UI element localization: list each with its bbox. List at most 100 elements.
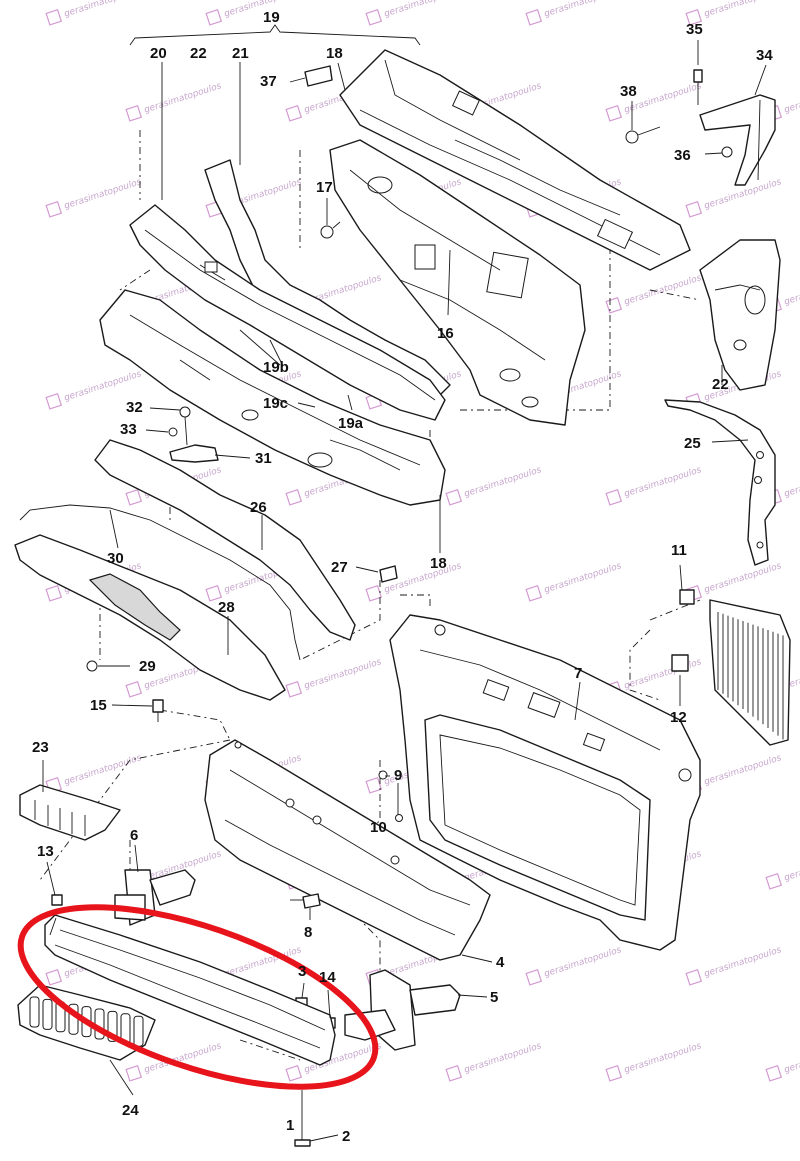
watermark-text: gerasimatopoulos (543, 561, 623, 596)
callout-5: 5 (490, 989, 498, 1006)
grille-slot (133, 1015, 144, 1047)
callout-18-top: 18 (326, 45, 343, 62)
callout-22-right: 22 (712, 376, 729, 393)
watermark-logo (365, 777, 383, 794)
callout-16: 16 (437, 325, 454, 342)
watermark-logo (605, 1065, 623, 1082)
callout-20: 20 (150, 45, 167, 62)
watermark-logo (765, 1065, 783, 1082)
callout-11: 11 (671, 542, 687, 559)
callout-4: 4 (496, 954, 505, 971)
callout-34: 34 (756, 47, 773, 64)
watermark-text: gerasimatopoulos (703, 561, 783, 596)
callout-24: 24 (122, 1102, 139, 1119)
callout-19: 19 (263, 9, 280, 26)
watermark-text: gerasimatopoulos (783, 849, 800, 884)
callout-8: 8 (304, 924, 312, 941)
callout-6: 6 (130, 827, 138, 844)
callout-31: 31 (255, 450, 272, 467)
callout-23: 23 (32, 739, 49, 756)
watermark-text: gerasimatopoulos (543, 945, 623, 980)
highlight-ellipse (17, 904, 379, 1090)
callout-18-mid: 18 (430, 555, 447, 572)
callout-19a: 19a (338, 415, 364, 432)
callout-13: 13 (37, 843, 54, 860)
watermark-logo (525, 969, 543, 986)
callout-14: 14 (319, 969, 336, 986)
watermark-logo (365, 585, 383, 602)
watermark-text: gerasimatopoulos (63, 753, 143, 788)
callout-1: 1 (286, 1117, 294, 1134)
callout-19c: 19c (263, 395, 288, 412)
watermark-logo (765, 873, 783, 890)
watermark-text: gerasimatopoulos (703, 0, 783, 20)
callout-labels: 19 20 22 21 18 37 35 34 38 36 17 16 22 1… (32, 9, 773, 1145)
callout-7: 7 (574, 665, 582, 682)
watermark-logo (285, 489, 303, 506)
watermark-text: gerasimatopoulos (623, 273, 703, 308)
watermark-logo (45, 585, 63, 602)
bumper-reinforcement-1 (44, 914, 336, 1066)
leader-lines (42, 40, 767, 1142)
bulkhead-panel (329, 139, 586, 426)
watermark-logo (525, 585, 543, 602)
watermark-logo (205, 9, 223, 26)
grille-slot (42, 998, 53, 1030)
watermark-logo (45, 969, 63, 986)
bracket-25 (664, 399, 776, 566)
cowl-panel-20 (129, 204, 446, 421)
watermark-text: gerasimatopoulos (703, 945, 783, 980)
watermark-logo (125, 681, 143, 698)
callout-17: 17 (316, 179, 333, 196)
watermark-text: gerasimatopoulos (783, 1041, 800, 1076)
watermark-text: gerasimatopoulos (63, 177, 143, 212)
watermark-logo (125, 489, 143, 506)
label-plate-37 (304, 65, 333, 87)
watermark-logo (125, 105, 143, 122)
watermark-logo (605, 489, 623, 506)
callout-10: 10 (370, 819, 387, 836)
watermark-text: gerasimatopoulos (383, 0, 463, 20)
callout-38: 38 (620, 83, 637, 100)
callout-3: 3 (298, 963, 306, 980)
watermark-logo (125, 1065, 143, 1082)
side-panel-22 (699, 239, 781, 391)
watermark-text: gerasimatopoulos (783, 81, 800, 116)
callout-25: 25 (684, 435, 701, 452)
watermark-text: gerasimatopoulos (783, 273, 800, 308)
splash-shield-28 (14, 534, 286, 701)
callout-9: 9 (394, 767, 402, 784)
callout-30: 30 (107, 550, 124, 567)
watermark-logo (285, 105, 303, 122)
vent-grille-23 (19, 784, 121, 841)
watermark-logo (445, 489, 463, 506)
callout-33: 33 (120, 421, 137, 438)
watermark-text: gerasimatopoulos (703, 753, 783, 788)
watermark-text: gerasimatopoulos (623, 465, 703, 500)
watermark-text: gerasimatopoulos (63, 0, 143, 20)
callout-15: 15 (90, 697, 107, 714)
watermark-logo (285, 1065, 303, 1082)
lower-crossmember-4 (204, 739, 491, 961)
callout-35: 35 (686, 21, 703, 38)
watermark-logo (445, 1065, 463, 1082)
callout-21: 21 (232, 45, 249, 62)
watermark-logo (525, 9, 543, 26)
watermark-logo (285, 681, 303, 698)
condenser (671, 589, 791, 746)
callout-29: 29 (139, 658, 156, 675)
bracket-34 (699, 94, 776, 186)
callout-12: 12 (670, 709, 687, 726)
watermark-text: gerasimatopoulos (463, 465, 543, 500)
watermark-logo (685, 969, 703, 986)
callout-26: 26 (250, 499, 267, 516)
watermark-logo (45, 9, 63, 26)
watermark-logo (685, 9, 703, 26)
watermark-text: gerasimatopoulos (623, 1041, 703, 1076)
callout-27: 27 (331, 559, 348, 576)
grille-slot (29, 996, 40, 1028)
watermark-text: gerasimatopoulos (463, 1041, 543, 1076)
watermark-logo (45, 393, 63, 410)
watermark-text: gerasimatopoulos (143, 81, 223, 116)
